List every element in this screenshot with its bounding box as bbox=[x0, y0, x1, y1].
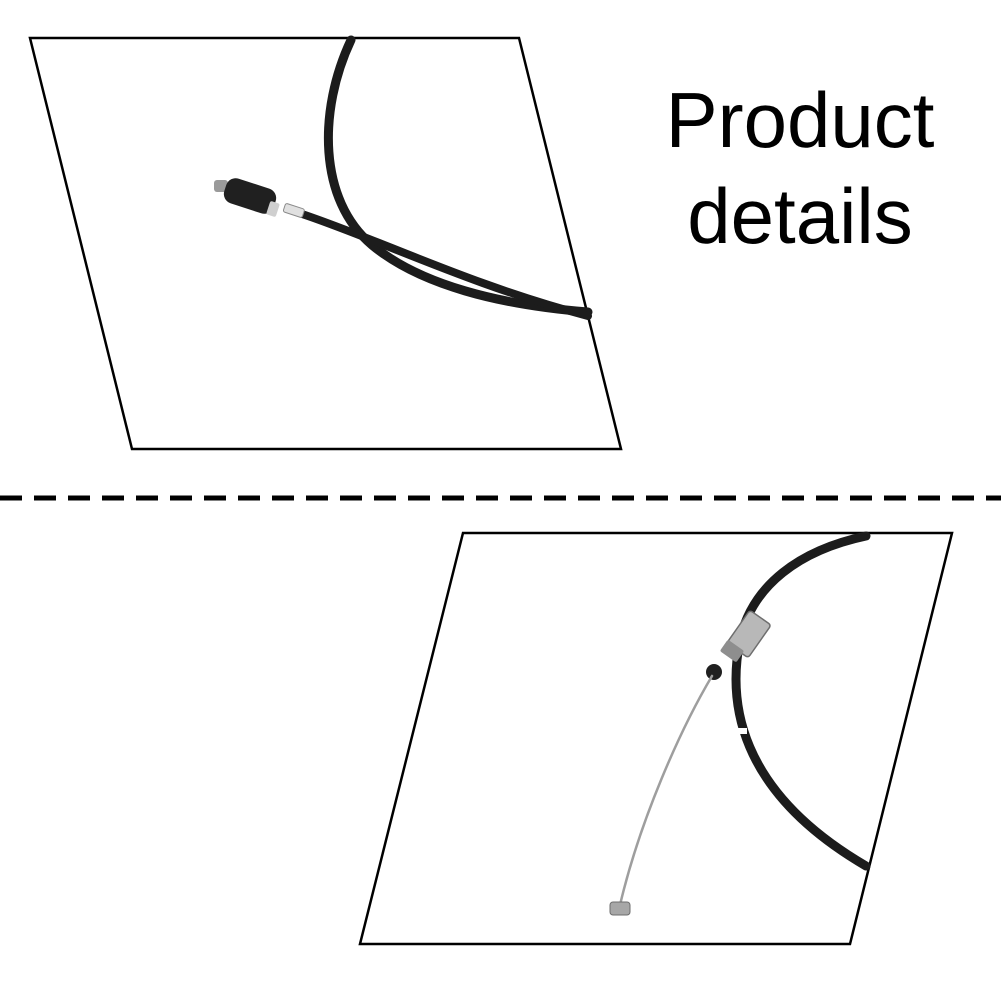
top-cable-outer-sheath bbox=[323, 35, 593, 317]
fitting-metal-sleeve bbox=[282, 203, 305, 218]
bottom-product-photo bbox=[358, 531, 954, 946]
fitting-metal-collar bbox=[266, 201, 280, 217]
bottom-photo-frame bbox=[358, 531, 954, 946]
top-cable-end-fitting bbox=[214, 178, 305, 218]
inner-steel-wire bbox=[618, 674, 714, 907]
wire-end-nipple bbox=[609, 901, 631, 916]
page-title-line-2: details bbox=[687, 172, 913, 260]
top-cable-inner-run bbox=[298, 210, 592, 320]
page-title-line-1: Product bbox=[665, 76, 935, 164]
fitting-metal-tip bbox=[214, 180, 228, 192]
top-photo-frame bbox=[28, 36, 623, 451]
top-product-photo bbox=[28, 35, 623, 451]
cable-white-band bbox=[731, 728, 747, 734]
bottom-cable-adjuster bbox=[706, 610, 771, 680]
fitting-rubber-boot bbox=[223, 178, 277, 214]
page-title: Product details bbox=[630, 72, 970, 264]
adjuster-rubber-cap bbox=[706, 664, 722, 680]
adjuster-lock-nut bbox=[720, 640, 744, 662]
